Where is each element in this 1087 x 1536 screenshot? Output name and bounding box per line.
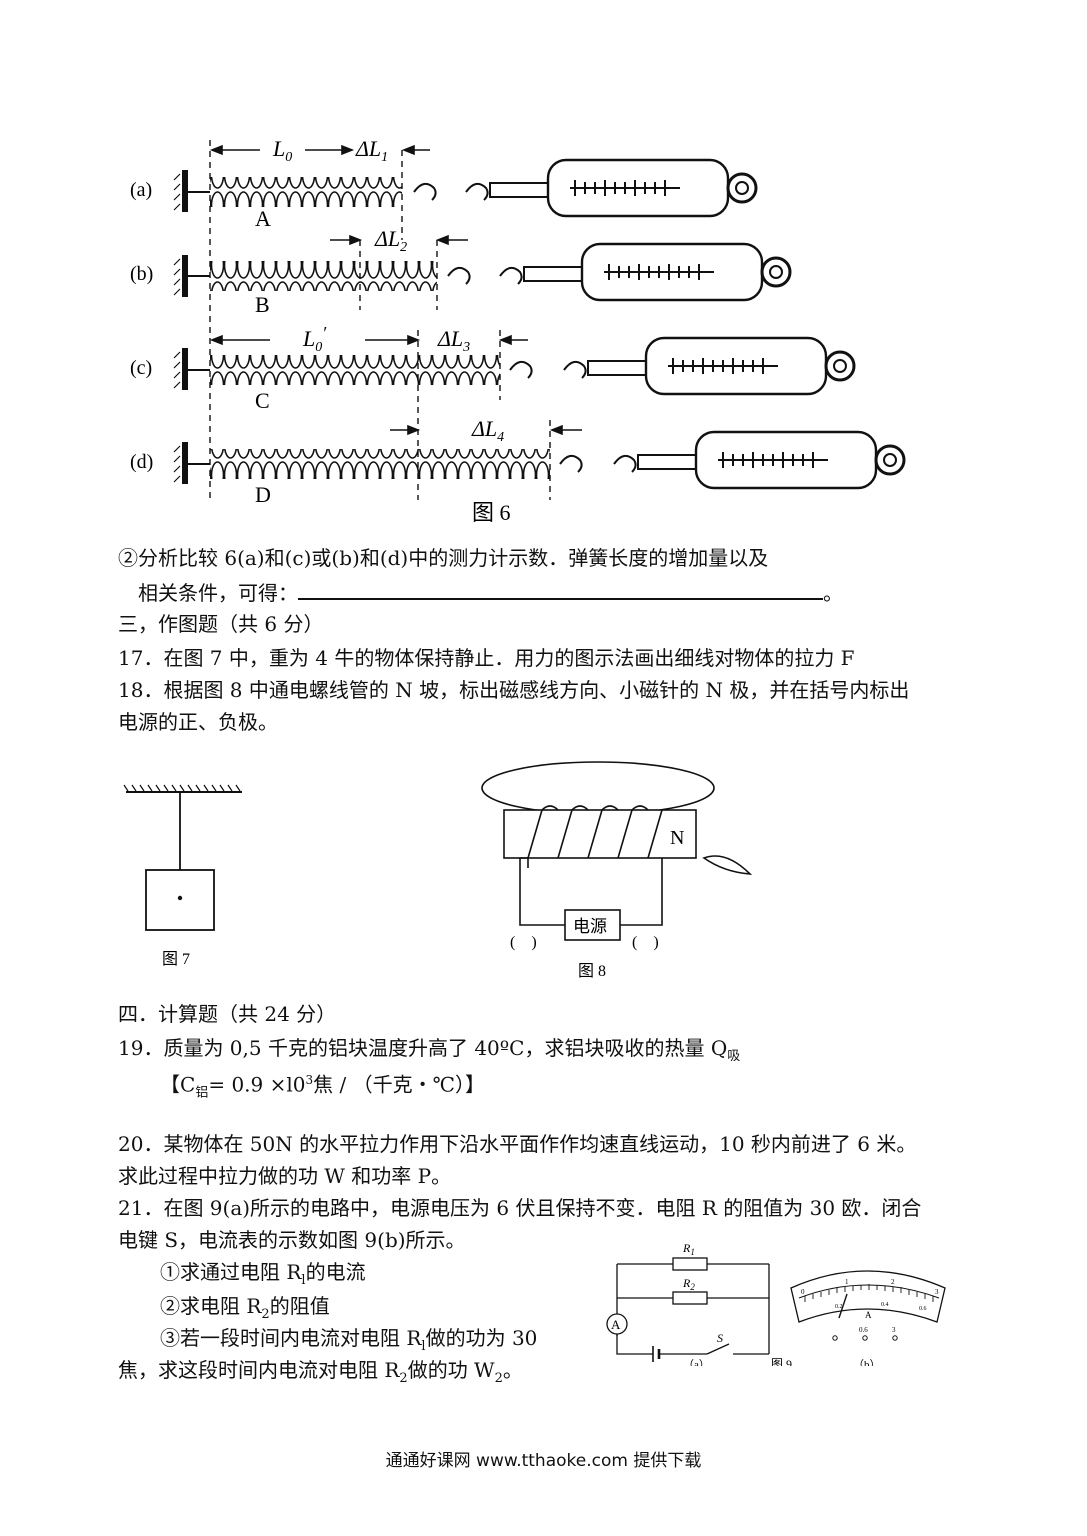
ammeter-dial: 0 1 2 3 0.2 0.4 0.6 A 0.6 3 （b） [790,1270,946,1366]
switch-s[interactable] [706,1343,730,1355]
svg-text:R1: R1 [682,1241,695,1257]
power-source [564,909,621,941]
n-pole-label: N [670,827,684,849]
spring-label-a: A [255,206,271,231]
q16-prompt: 相关条件，可得： [138,581,298,605]
field-line [481,761,715,815]
q16-line2: 相关条件，可得： 。 [138,578,843,607]
svg-text:1: 1 [845,1278,849,1286]
q18-text-2: 电源的正、负极。 [118,710,278,734]
svg-text:A: A [611,1317,621,1332]
compass-needle [702,855,753,875]
spring-row-a [173,158,758,218]
spring-row-c [173,336,856,396]
q17-text: 17．在图 7 中，重为 4 牛的物体保持静止．用力的图示法画出细线对物体的拉力… [118,646,855,670]
dim-l0-prime: L0′ [302,323,327,355]
dim-dl4: ΔL4 [471,416,504,445]
dim-dl2: ΔL2 [374,226,407,255]
q20-text-1: 20．某物体在 50N 的水平拉力作用下沿水平面作作均速直线运动，10 秒内前进… [118,1132,917,1156]
section-3-title: 三，作图题（共 6 分） [118,612,324,636]
svg-text:3: 3 [935,1288,939,1296]
figure-6: (a) (b) (c) (d) A B C D L0 ΔL1 ΔL2 L0′ Δ… [130,136,906,525]
figure-9a-caption: （a） [683,1358,710,1366]
figure-9b-caption: （b） [853,1358,881,1366]
svg-text:2: 2 [891,1278,895,1286]
q18-text-1: 18．根据图 8 中通电螺线管的 N 坡，标出磁感线方向、小磁针的 N 极，并在… [118,678,910,702]
figure-9: A R1 R2 S （a） 0 1 2 3 0.2 0.4 0.6 A 0.6 … [606,1241,946,1366]
q20-text-2: 求此过程中拉力做的功 W 和功率 P。 [118,1164,452,1188]
svg-text:0.6: 0.6 [859,1326,868,1334]
q19-text-2: 【C铝= 0.9 ×l03焦 / （千克・℃）】 [160,1072,485,1101]
q21-sub-2: ②求电阻 R2的阻值 [160,1294,330,1322]
dim-l0: L0 [272,136,292,165]
solenoid [503,809,697,859]
q16-line1: ②分析比较 6(a)和(c)或(b)和(d)中的测力计示数．弹簧长度的增加量以及 [118,546,769,570]
answer-blank[interactable] [298,578,823,600]
svg-text:3: 3 [892,1326,896,1334]
row-label-d: (d) [130,451,153,473]
figure-9-caption: 图 9 [771,1357,792,1366]
svg-text:0: 0 [801,1288,805,1296]
dim-dl3: ΔL3 [437,326,470,355]
bracket-left[interactable]: ( ) [510,934,537,951]
row-label-c: (c) [130,357,152,379]
svg-text:0.2: 0.2 [835,1304,843,1310]
figure-8-caption: 图 8 [578,963,606,980]
svg-text:0.4: 0.4 [881,1302,889,1308]
q19-text-1: 19．质量为 0,5 千克的铝块温度升高了 40ºC，求铝块吸收的热量 Q吸 [118,1036,741,1064]
q21-text-1: 21．在图 9(a)所示的电路中，电源电压为 6 伏且保持不变．电阻 R 的阻值… [118,1196,922,1220]
svg-text:A: A [865,1310,872,1320]
q16-end: 。 [823,581,843,605]
figure-8: N 电源 ( ) ( ) 图 8 [481,761,753,980]
row-label-b: (b) [130,263,153,285]
figure-7: 图 7 [123,784,242,968]
spring-label-c: C [255,388,270,413]
row-label-a: (a) [130,179,152,201]
power-source-label: 电源 [573,917,607,936]
resistor-r1 [672,1257,708,1271]
section-4-title: 四．计算题（共 24 分） [118,1002,337,1026]
svg-text:0.6: 0.6 [919,1306,927,1312]
svg-text:S: S [717,1331,723,1345]
q21-sub-1: ①求通过电阻 Rl的电流 [160,1260,366,1288]
dim-dl1: ΔL1 [355,136,388,165]
page-footer: 通通好课网 www.tthaoke.com 提供下载 [385,1451,702,1471]
q21-sub-3b: 焦，求这段时间内电流对电阻 R2做的功 W2。 [118,1358,523,1386]
spring-label-d: D [255,482,271,507]
spring-row-d [173,430,906,490]
svg-text:R2: R2 [682,1276,695,1292]
resistor-r2 [672,1291,708,1305]
circuit-diagram: A R1 R2 S （a） [606,1241,770,1366]
spring-label-b: B [255,292,270,317]
spring-row-b [173,242,792,302]
figure-6-caption: 图 6 [472,500,511,525]
bracket-right[interactable]: ( ) [632,934,659,951]
q21-sub-3a: ③若一段时间内电流对电阻 Rl做的功为 30 [160,1326,538,1354]
meter-needle [838,1293,848,1319]
figure-7-caption: 图 7 [162,951,190,968]
q21-text-2: 电键 S，电流表的示数如图 9(b)所示。 [118,1228,466,1252]
